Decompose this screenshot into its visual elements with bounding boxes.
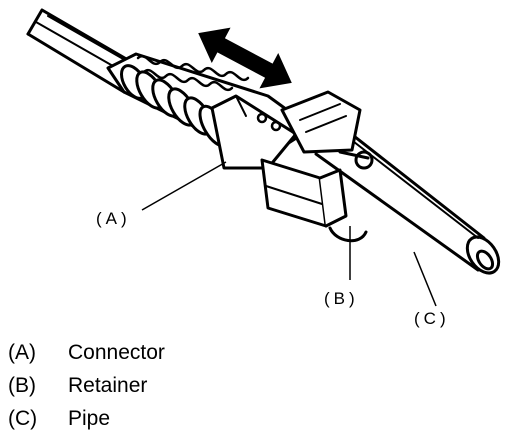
leader-line-a bbox=[141, 161, 227, 211]
retainer-arms bbox=[136, 54, 282, 132]
upper-pipe bbox=[26, 8, 133, 94]
callout-label-b: (B) bbox=[324, 289, 359, 308]
legend-item-connector: (A) Connector bbox=[8, 336, 165, 369]
double-headed-arrow-icon bbox=[198, 27, 292, 89]
legend-key: (A) bbox=[8, 341, 36, 364]
legend: (A) Connector (B) Retainer (C) Pipe bbox=[8, 336, 165, 435]
legend-label: Retainer bbox=[68, 374, 148, 397]
callout-label-c: (C) bbox=[414, 309, 450, 328]
retainer bbox=[260, 158, 368, 243]
legend-label: Connector bbox=[68, 341, 165, 364]
legend-item-retainer: (B) Retainer bbox=[8, 369, 165, 402]
leader-line-c bbox=[413, 251, 437, 307]
legend-key: (B) bbox=[8, 374, 36, 397]
connector-assembly-illustration: (A) (B) (C) bbox=[26, 8, 501, 328]
legend-key: (C) bbox=[8, 407, 38, 430]
retainer-housing bbox=[280, 90, 374, 170]
callout-label-a: (A) bbox=[96, 209, 131, 228]
connector-body bbox=[106, 52, 314, 170]
legend-label: Pipe bbox=[68, 407, 111, 430]
legend-item-pipe: (C) Pipe bbox=[8, 402, 165, 435]
